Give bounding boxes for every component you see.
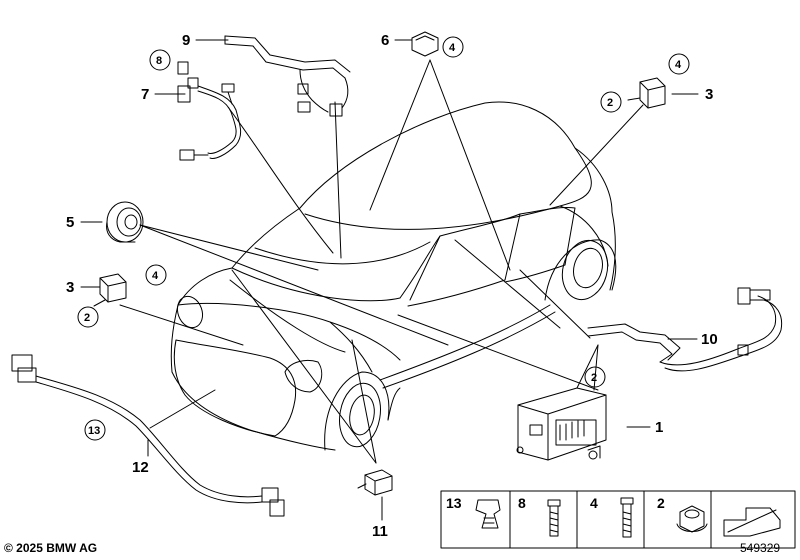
- legend-label-8: 8: [518, 495, 526, 511]
- label-6: 6: [381, 32, 389, 49]
- circle-label-8: 8: [156, 55, 162, 67]
- legend-label-4: 4: [590, 495, 598, 511]
- label-10: 10: [701, 331, 718, 348]
- legend-label-13: 13: [446, 495, 462, 511]
- circle-label-4-top: 4: [449, 42, 456, 54]
- circle-label-4-left: 4: [152, 270, 159, 282]
- part-6-sensor: [411, 31, 439, 57]
- legend-nut-icon: [676, 505, 708, 533]
- circle-label-13: 13: [88, 425, 100, 437]
- circle-label-4-right: 4: [675, 59, 682, 71]
- label-1: 1: [655, 419, 663, 436]
- car-outline: [170, 101, 617, 451]
- legend-contact-symbol-icon: [723, 507, 781, 537]
- diagram-number: 549329: [740, 541, 781, 555]
- leader-lines: [80, 39, 699, 521]
- legend-clip-icon: [475, 499, 501, 529]
- part-11-sensor: [357, 469, 393, 496]
- circle-label-2-right: 2: [607, 97, 613, 109]
- legend-screw-8-icon: [547, 499, 561, 537]
- callout-labels: 9 6 7 3 5 3 10 1 12 11 8 4 4 2 4 2 2 13: [66, 32, 718, 540]
- part-10-wiring-harness: [587, 287, 783, 372]
- label-5: 5: [66, 214, 74, 231]
- part-7-wiring-harness: [177, 77, 242, 161]
- label-11: 11: [372, 523, 388, 540]
- copyright-text: © 2025 BMW AG: [4, 541, 98, 555]
- legend-screw-4-icon: [620, 497, 634, 538]
- part-9-wiring-harness: [224, 35, 351, 117]
- part-3-sensor-rear: [627, 77, 666, 109]
- circle-label-2-ecu: 2: [591, 372, 597, 384]
- part-1-airbag-control-unit: [516, 387, 607, 461]
- circle-label-2-left: 2: [84, 312, 90, 324]
- part-3-sensor-front: [93, 273, 127, 307]
- label-7: 7: [141, 86, 149, 103]
- callout-circles: [77, 36, 690, 441]
- part-12-wiring-harness: [11, 354, 285, 517]
- legend-labels: 13 8 4 2: [446, 495, 665, 511]
- part-5-sensor-round: [106, 201, 144, 243]
- legend-box: [440, 490, 796, 549]
- label-12: 12: [132, 459, 149, 476]
- part-8-bracket: [177, 61, 189, 75]
- legend-label-2: 2: [657, 495, 665, 511]
- label-3-upper: 3: [705, 86, 713, 103]
- label-9: 9: [182, 32, 190, 49]
- label-3-lower: 3: [66, 279, 74, 296]
